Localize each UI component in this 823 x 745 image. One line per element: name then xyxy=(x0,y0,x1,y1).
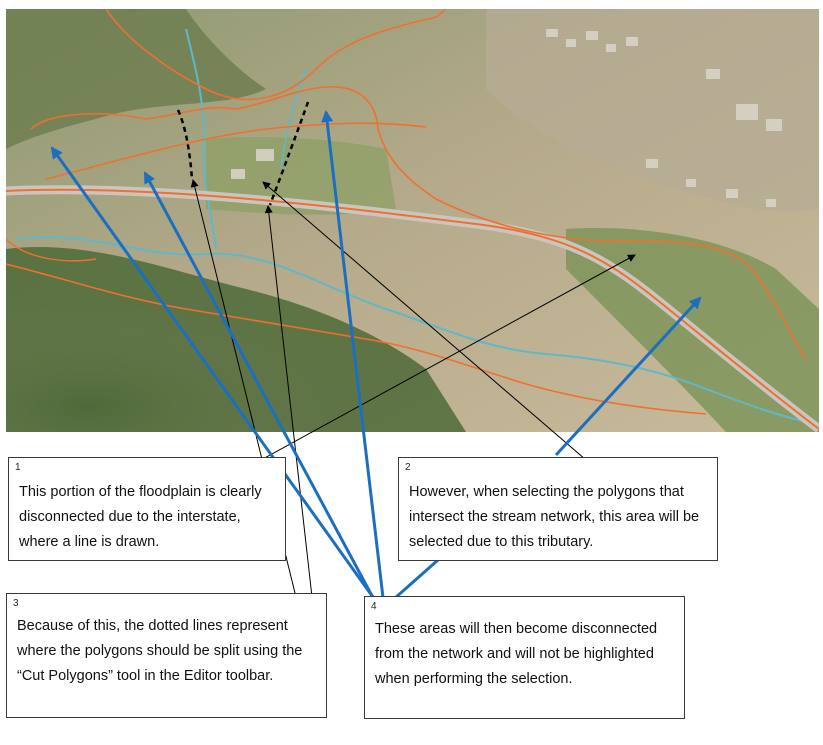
note-2-number: 2 xyxy=(405,462,411,473)
southwest-shade xyxy=(6,259,426,432)
town-area xyxy=(486,9,819,212)
note-4: 4 These areas will then become disconnec… xyxy=(364,596,685,719)
note-1-number: 1 xyxy=(15,462,21,473)
note-3-text: Because of this, the dotted lines repres… xyxy=(17,618,303,684)
note-4-number: 4 xyxy=(371,601,377,612)
aerial-map xyxy=(6,9,819,432)
north-woods xyxy=(6,9,266,149)
note-2: 2 However, when selecting the polygons t… xyxy=(398,457,718,561)
note-2-text: However, when selecting the polygons tha… xyxy=(409,484,700,550)
note-1-text: This portion of the floodplain is clearl… xyxy=(19,484,262,550)
note-4-text: These areas will then become disconnecte… xyxy=(375,621,658,687)
floodplain-top xyxy=(105,9,447,101)
note-1: 1 This portion of the floodplain is clea… xyxy=(8,457,286,561)
note-3: 3 Because of this, the dotted lines repr… xyxy=(6,593,327,718)
note-3-number: 3 xyxy=(13,598,19,609)
